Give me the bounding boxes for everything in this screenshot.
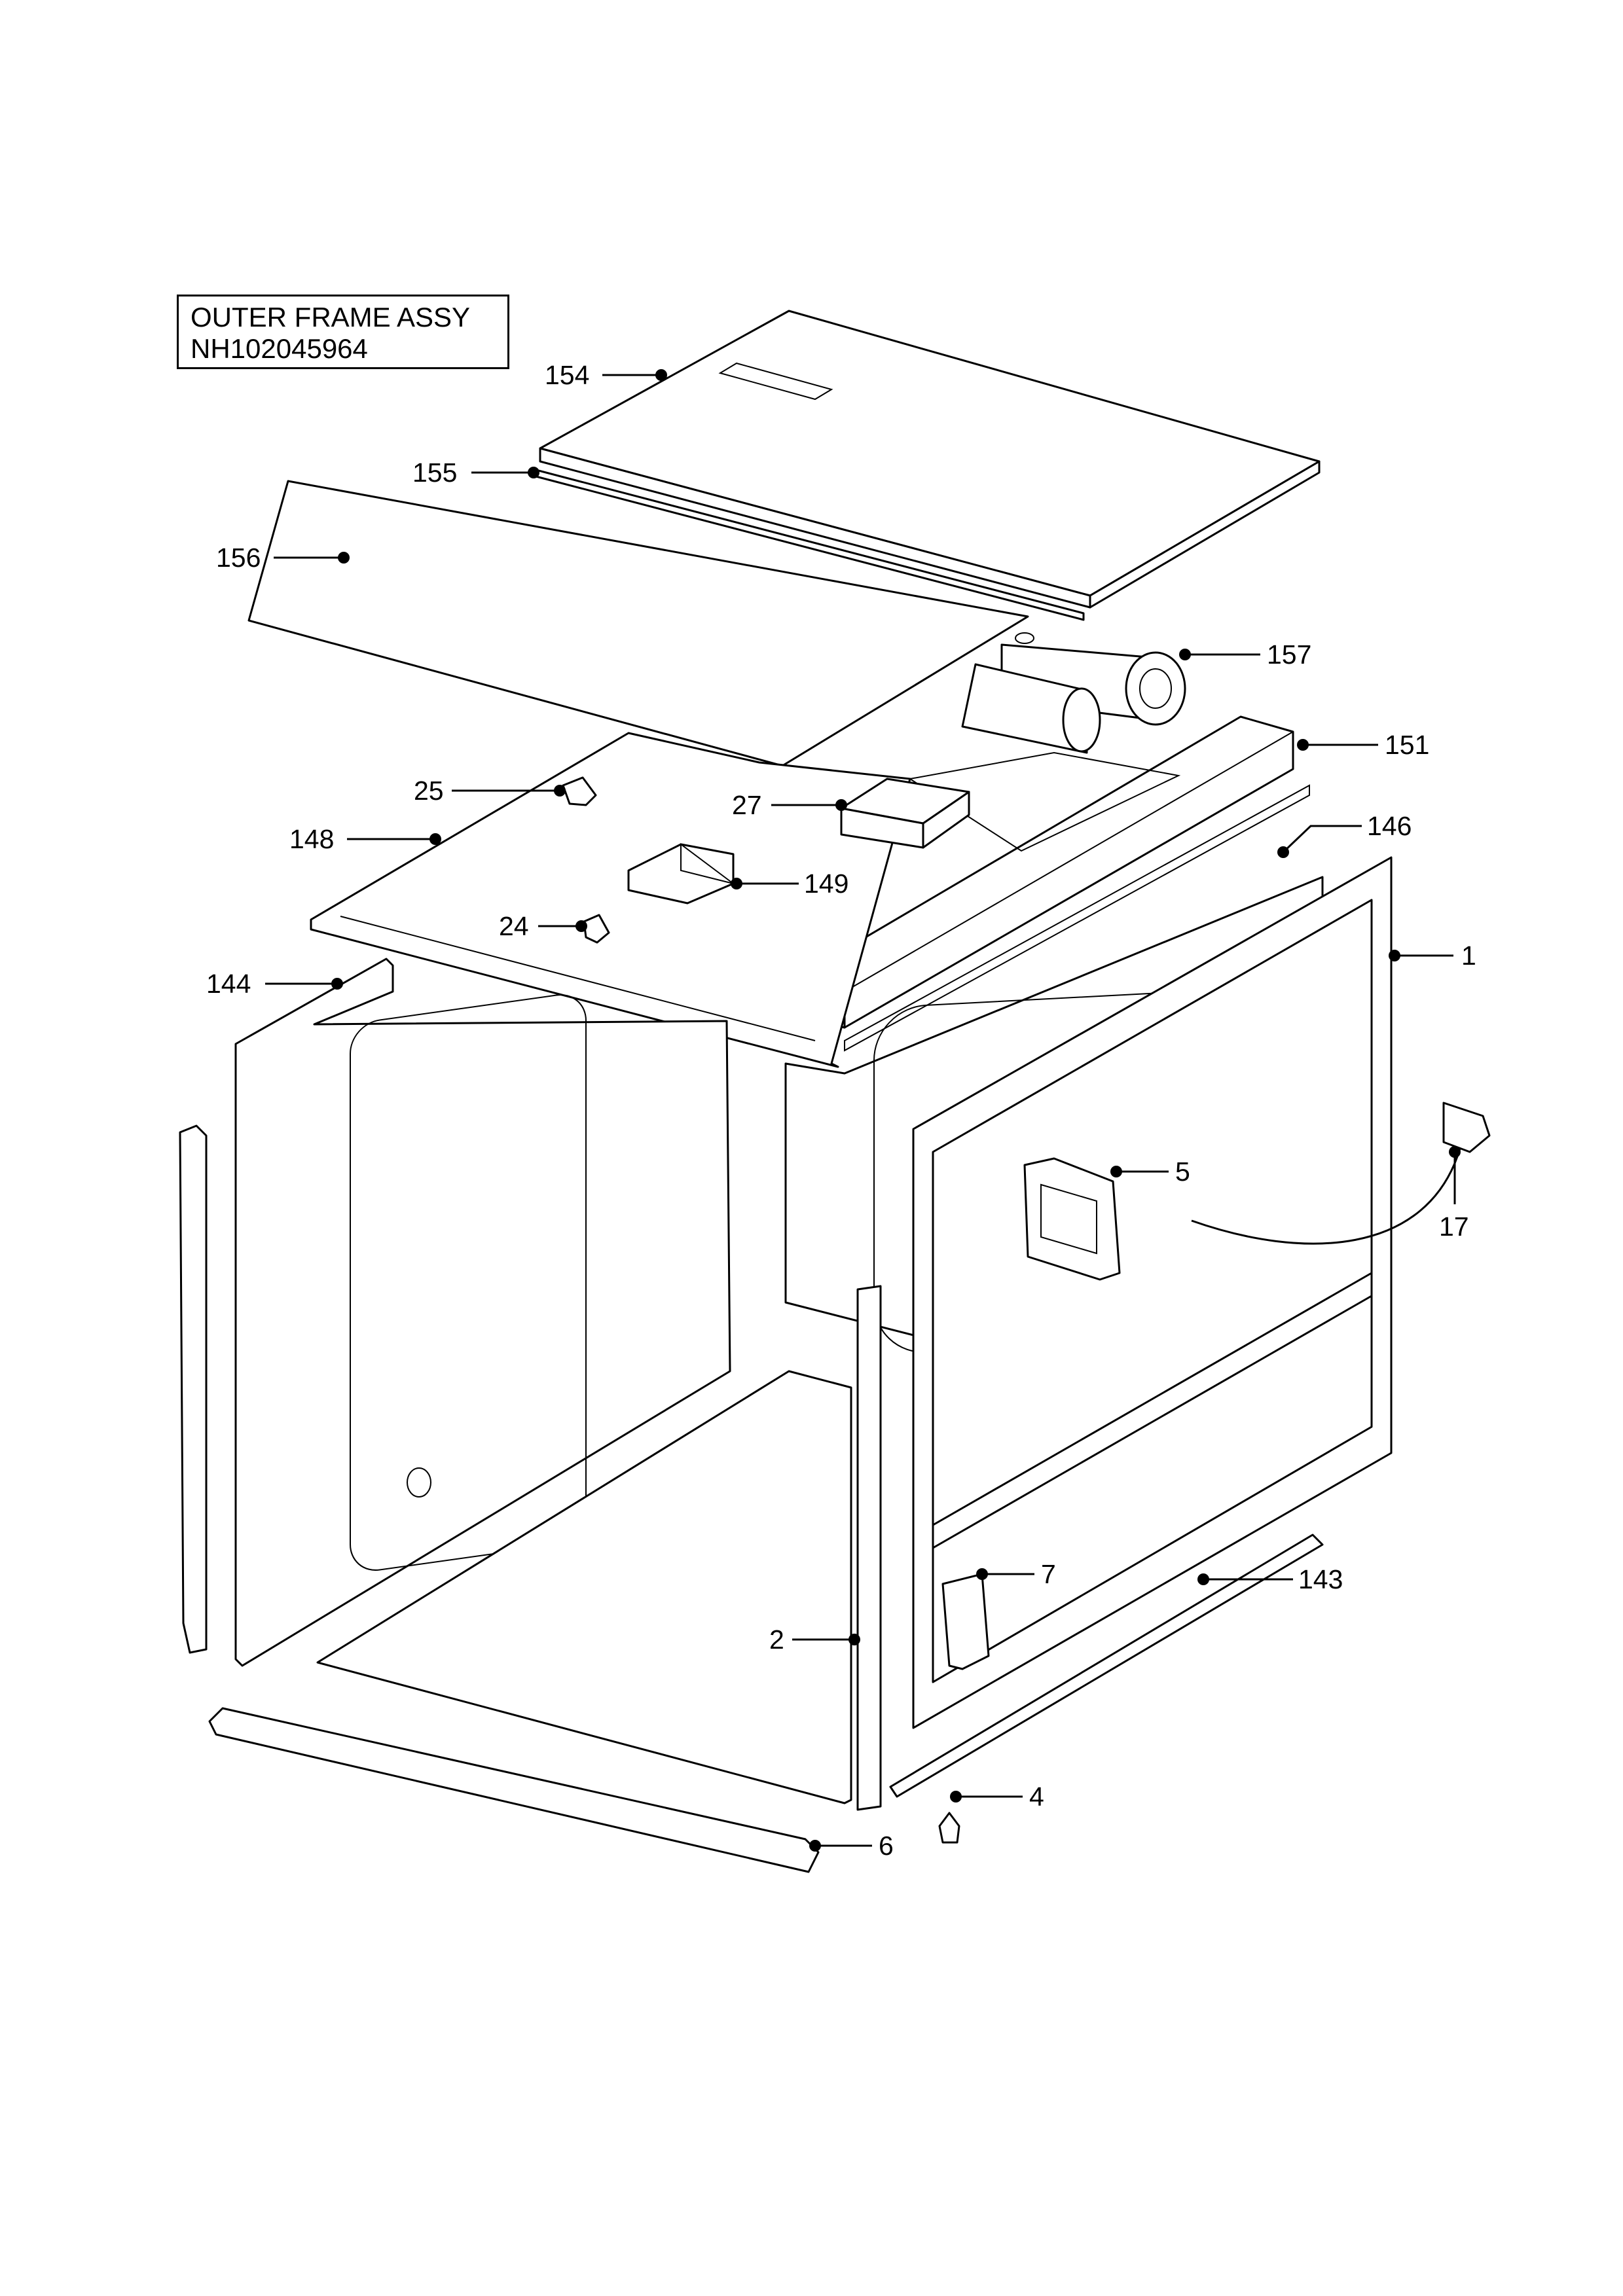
part-4-foot (938, 1812, 960, 1844)
callout-148: 148 (289, 824, 441, 854)
part-7-hinge-plate (941, 1573, 990, 1670)
part-154-top-cover (539, 310, 1321, 609)
callout-5: 5 (1110, 1157, 1190, 1187)
callout-label-5: 5 (1175, 1157, 1190, 1187)
callout-25: 25 (414, 776, 566, 806)
callout-156: 156 (216, 543, 350, 573)
callout-1: 1 (1389, 941, 1476, 971)
callout-label-6: 6 (879, 1831, 894, 1861)
assembly-title-box: OUTER FRAME ASSY NH102045964 (177, 295, 509, 369)
callout-144: 144 (206, 969, 343, 999)
callout-label-148: 148 (289, 824, 334, 854)
callout-label-25: 25 (414, 776, 444, 806)
callout-label-146: 146 (1367, 811, 1412, 841)
part-144-side-panel (234, 958, 731, 1667)
part-148-top-panel (310, 732, 1181, 1068)
oven-floor-panel (316, 1370, 852, 1804)
callout-2: 2 (769, 1624, 860, 1655)
callout-label-155: 155 (412, 457, 457, 488)
callout-label-27: 27 (732, 790, 762, 820)
callout-17: 17 (1439, 1146, 1469, 1242)
callout-155: 155 (412, 457, 539, 488)
callout-label-149: 149 (804, 869, 848, 899)
part-6-bottom-rail (208, 1707, 820, 1873)
callout-24: 24 (499, 911, 587, 941)
callout-label-151: 151 (1385, 730, 1429, 760)
part-24-clip (583, 914, 610, 944)
assembly-title: OUTER FRAME ASSY (191, 302, 471, 332)
part-2-front-post (856, 1285, 882, 1811)
assembly-part-number: NH102045964 (191, 333, 368, 364)
callout-label-2: 2 (769, 1624, 784, 1655)
callout-154: 154 (545, 360, 667, 390)
callout-27: 27 (732, 790, 847, 820)
callout-4: 4 (950, 1782, 1044, 1812)
callout-7: 7 (976, 1559, 1056, 1589)
callout-label-24: 24 (499, 911, 529, 941)
callout-143: 143 (1197, 1564, 1343, 1594)
callout-label-143: 143 (1298, 1564, 1343, 1594)
callout-146: 146 (1277, 811, 1412, 858)
callout-label-154: 154 (545, 360, 589, 390)
part-27-connector-block (840, 778, 970, 849)
part-157-fan-motor (961, 632, 1186, 754)
callout-label-144: 144 (206, 969, 251, 999)
part-143-bottom-rail (889, 1534, 1324, 1798)
part-5-bracket (1023, 1157, 1121, 1281)
callout-151: 151 (1297, 730, 1429, 760)
callout-label-7: 7 (1041, 1559, 1056, 1589)
callout-label-4: 4 (1029, 1782, 1044, 1812)
part-25-clip (562, 776, 597, 806)
part-1-front-frame (912, 856, 1393, 1729)
callout-label-17: 17 (1439, 1211, 1469, 1242)
callout-6: 6 (809, 1831, 894, 1861)
part-17-mains-cable (1191, 1102, 1491, 1245)
callout-label-157: 157 (1267, 639, 1311, 670)
callout-label-156: 156 (216, 543, 261, 573)
left-side-strip (179, 1124, 208, 1654)
callout-149: 149 (731, 869, 848, 899)
callout-label-1: 1 (1461, 941, 1476, 971)
callout-157: 157 (1179, 639, 1311, 670)
